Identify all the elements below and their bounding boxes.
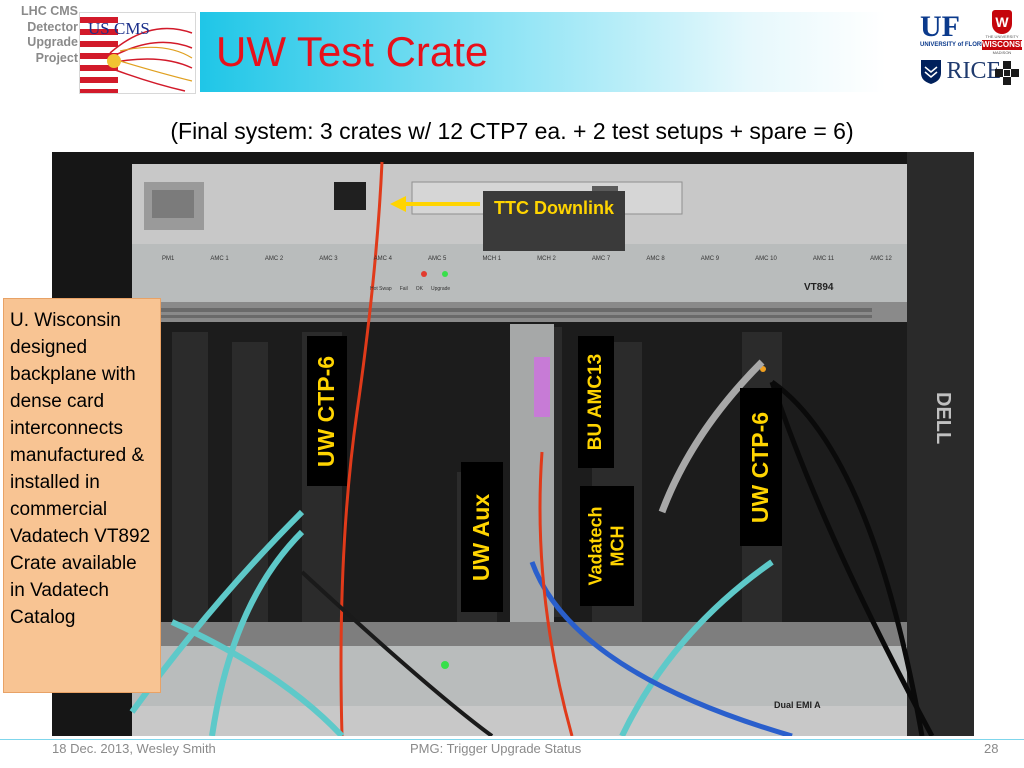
- crate-photo: DELL VT894 Dual EMI A PM1 AMC 1 AMC 2 AM…: [52, 152, 974, 736]
- aqua-fiber-1: [209, 529, 305, 736]
- amber-led: [760, 366, 766, 372]
- uw-ctp6-right-label: UW CTP-6: [740, 388, 782, 546]
- crate-slot-panel: [132, 244, 907, 304]
- wisconsin-crest-icon: W: [992, 10, 1012, 34]
- rice-logo: RICE: [920, 58, 1001, 85]
- black-cable: [769, 381, 935, 736]
- crate-lower-panel: [132, 646, 907, 706]
- black-cable-3: [300, 570, 494, 736]
- aqua-fiber-4: [619, 559, 774, 736]
- amc-slot-labels: PM1 AMC 1 AMC 2 AMC 3 AMC 4 AMC 5 MCH 1 …: [162, 256, 892, 262]
- crate-photo-drawing: DELL: [129, 152, 974, 736]
- footer-title: PMG: Trigger Upgrade Status: [410, 741, 582, 756]
- project-label: LHC CMS Detector Upgrade Project: [21, 4, 78, 65]
- fail-led: [421, 271, 427, 277]
- wisconsin-bottom-text: MADISON: [992, 50, 1012, 55]
- amc-slot-label: PM1: [162, 256, 175, 262]
- status-led-labels: Hot Swap Fail OK Upgrade: [370, 286, 450, 292]
- ttc-arrow-head-icon: [390, 196, 406, 212]
- amc-slot-label: AMC 10: [755, 256, 777, 262]
- amc-slot-label: AMC 8: [646, 256, 665, 262]
- dell-rack-side: [907, 152, 974, 736]
- amc-slot-label: MCH 2: [537, 256, 556, 262]
- status-label: Upgrade: [430, 286, 451, 292]
- uscms-logo: US CMS: [79, 12, 196, 94]
- uw-ctp6-left-label: UW CTP-6: [307, 336, 347, 486]
- bu-amc13-label: BU AMC13: [578, 336, 614, 468]
- page-title: UW Test Crate: [216, 28, 489, 75]
- status-label: Fail: [399, 286, 408, 292]
- amc-slot-label: AMC 7: [591, 256, 611, 262]
- status-label: OK: [415, 286, 423, 292]
- page-number: 28: [984, 741, 999, 756]
- lower-ok-led: [441, 661, 449, 669]
- florida-logo: UF: [920, 10, 960, 43]
- blue-cable: [529, 561, 793, 736]
- black-cable-2: [770, 379, 925, 736]
- ttc-downlink-label: TTC Downlink: [483, 191, 625, 251]
- wisconsin-logo-text: WISCONSIN: [982, 40, 1024, 50]
- aqua-fiber-3: [170, 619, 345, 736]
- amc-slot-label: AMC 11: [812, 256, 835, 262]
- amc-slot-label: AMC 3: [319, 256, 338, 262]
- red-fiber-2: [538, 451, 574, 736]
- amc-slot-label: AMC 9: [700, 256, 720, 262]
- wisconsin-logo: W THE UNIVERSITY WISCONSIN MADISON: [982, 10, 1024, 56]
- title-bar: UW Test Crate: [200, 12, 886, 92]
- vent-holes: [152, 308, 872, 318]
- rice-logo-text: RICE: [946, 58, 1002, 84]
- footer-date-author: 18 Dec. 2013, Wesley Smith: [52, 741, 216, 756]
- grey-ribbon-cable: [658, 359, 765, 514]
- status-label: Hot Swap: [370, 286, 392, 292]
- amc-slot-label: AMC 2: [264, 256, 284, 262]
- uw-aux-label: UW Aux: [461, 462, 503, 612]
- uscms-logo-graphic: [80, 13, 195, 93]
- dell-logo: DELL: [932, 392, 954, 444]
- fermilab-logo-icon: [995, 61, 1019, 85]
- amc-slot-label: AMC 12: [870, 256, 892, 262]
- wisconsin-top-text: THE UNIVERSITY: [985, 34, 1019, 39]
- amc-slot-label: MCH 1: [482, 256, 502, 262]
- rice-shield-icon: [921, 59, 941, 84]
- university-logos: UF UNIVERSITY of FLORIDA W THE UNIVERSIT…: [918, 8, 1024, 92]
- footer-divider: [0, 739, 1024, 740]
- amc-slot-label: AMC 4: [373, 256, 392, 262]
- vt894-marking: VT894: [804, 282, 834, 293]
- crate-bottom-panel: [132, 706, 907, 736]
- red-fiber-cable: [339, 161, 384, 736]
- slide-subtitle: (Final system: 3 crates w/ 12 CTP7 ea. +…: [170, 118, 854, 144]
- crate-lower-vent: [132, 622, 907, 646]
- power-switch: [334, 182, 366, 210]
- vadatech-mch-label: Vadatech MCH: [580, 486, 634, 606]
- ok-led: [442, 271, 448, 277]
- backplane-callout: U. Wisconsin designed backplane with den…: [3, 298, 161, 693]
- amc-slot-label: AMC 5: [428, 256, 447, 262]
- uscms-logo-text: US CMS: [88, 19, 150, 38]
- florida-logo-text: UNIVERSITY of FLORIDA: [920, 42, 992, 48]
- dual-emi-marking: Dual EMI A: [774, 700, 821, 710]
- amc-slot-label: AMC 1: [210, 256, 229, 262]
